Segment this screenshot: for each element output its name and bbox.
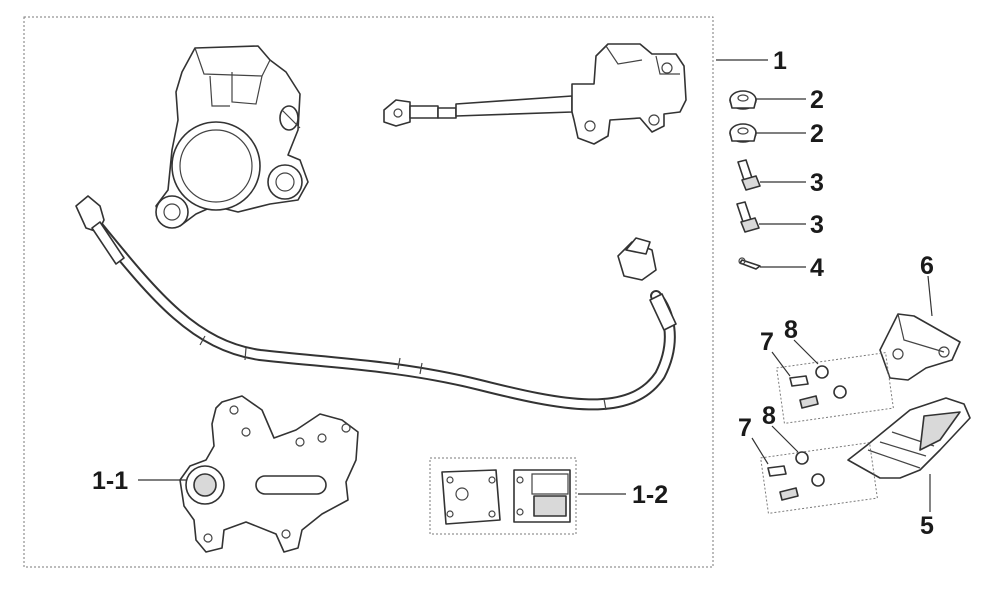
- master-cylinder: [383, 43, 687, 145]
- callout-1-1: 1-1: [92, 467, 128, 495]
- bolt-lower: [736, 201, 760, 233]
- nut-lower: [729, 123, 757, 143]
- callout-1: 1: [773, 47, 787, 75]
- callout-8-lower: 8: [762, 402, 776, 430]
- callout-2-lower: 2: [810, 120, 824, 148]
- brake-pads: [429, 457, 577, 535]
- upper-guard: [776, 313, 961, 424]
- cotter-pin: [738, 257, 761, 270]
- callout-7-lower: 7: [738, 414, 752, 442]
- callout-8-upper: 8: [784, 316, 798, 344]
- callout-3-upper: 3: [810, 169, 824, 197]
- callout-2-upper: 2: [810, 86, 824, 114]
- brake-hose: [75, 195, 677, 411]
- lower-guard: [760, 397, 971, 514]
- callout-6: 6: [920, 252, 934, 280]
- callout-4: 4: [810, 254, 824, 282]
- caliper-bracket: [179, 395, 359, 553]
- callout-7-upper: 7: [760, 328, 774, 356]
- bolt-upper: [737, 159, 761, 191]
- brake-caliper: [155, 45, 309, 229]
- assembly-1-boundary: [23, 16, 714, 568]
- callout-3-lower: 3: [810, 211, 824, 239]
- callout-1-2: 1-2: [632, 481, 668, 509]
- leader-lines: [138, 59, 933, 512]
- nut-upper: [729, 90, 757, 110]
- callout-5: 5: [920, 512, 934, 540]
